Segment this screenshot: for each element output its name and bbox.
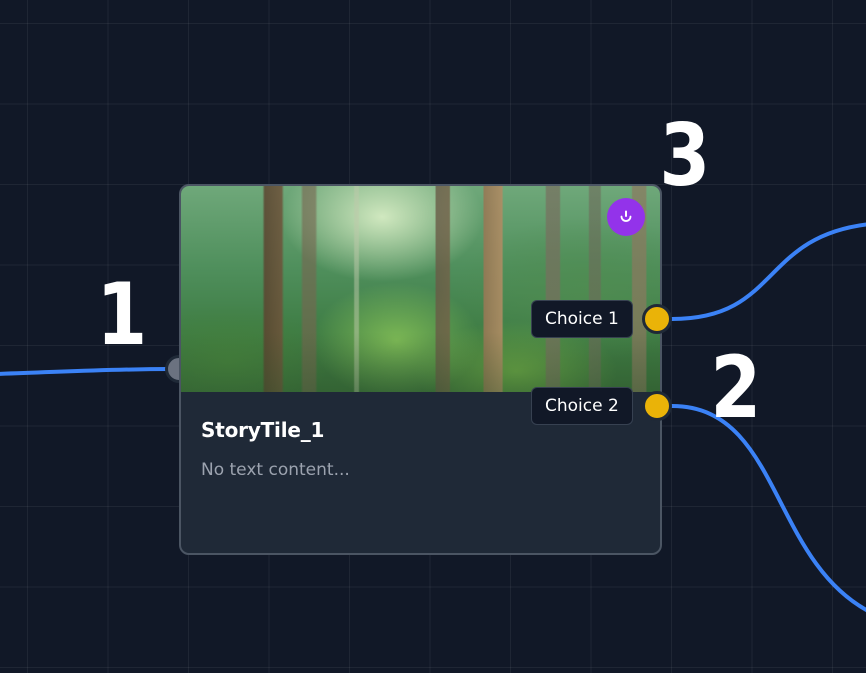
choice-1-edge[interactable] [670, 222, 866, 321]
interaction-badge[interactable] [607, 198, 645, 236]
story-tile-node[interactable]: StoryTile_1 No text content... [179, 184, 662, 555]
incoming-edge[interactable] [0, 367, 172, 376]
annotation-2: 2 [710, 338, 761, 438]
choice-1-label[interactable]: Choice 1 [531, 300, 633, 338]
choice-2-edge[interactable] [670, 404, 866, 612]
annotation-1: 1 [96, 265, 147, 365]
node-text-preview: No text content... [201, 460, 350, 480]
annotation-3: 3 [659, 106, 710, 206]
choice-1-text: Choice 1 [545, 309, 619, 329]
touch-icon [620, 210, 632, 222]
choice-2-text: Choice 2 [545, 396, 619, 416]
choice-2-handle[interactable] [642, 391, 672, 421]
node-title: StoryTile_1 [201, 418, 325, 442]
node-image [181, 186, 660, 392]
choice-1-handle[interactable] [642, 304, 672, 334]
choice-2-label[interactable]: Choice 2 [531, 387, 633, 425]
